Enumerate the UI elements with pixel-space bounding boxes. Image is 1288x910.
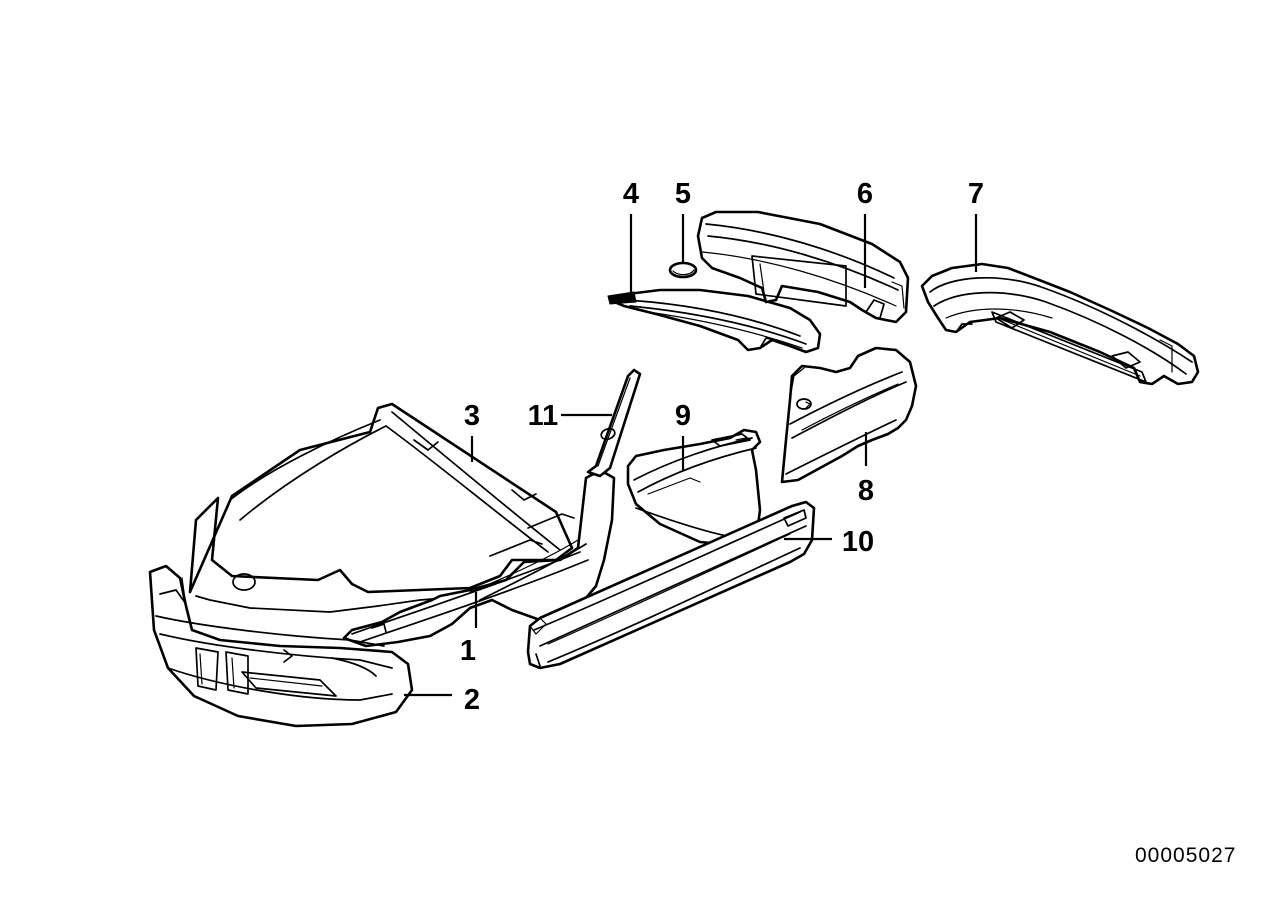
callout-number-11[interactable]: 11 [528,400,559,432]
callout-number-8[interactable]: 8 [858,475,874,507]
callout-number-3[interactable]: 3 [464,400,480,432]
callout-number-6[interactable]: 6 [857,178,873,210]
part-rear-wing-spoiler[interactable] [696,210,910,324]
part-front-fender[interactable] [342,468,616,648]
callout-number-10[interactable]: 10 [842,526,874,558]
callout-number-5[interactable]: 5 [675,178,691,210]
callout-number-7[interactable]: 7 [968,178,984,210]
part-a-pillar-trim[interactable] [586,368,642,478]
callout-number-2[interactable]: 2 [464,684,480,716]
part-rear-spoiler-strip[interactable] [607,288,822,354]
part-rear-bumper-cover[interactable] [920,262,1200,386]
part-door-skin[interactable] [626,428,762,548]
diagram-id-label: 00005027 [1135,844,1236,867]
part-grommet-cap[interactable] [668,261,698,279]
callout-number-4[interactable]: 4 [623,178,639,210]
callout-layer: 1 2 3 4 5 6 7 8 9 10 11 [404,178,984,716]
callout-number-1[interactable]: 1 [460,635,476,667]
part-front-bumper-cover[interactable] [148,564,414,728]
part-rear-quarter-panel[interactable] [780,346,918,484]
part-hood-bonnet[interactable] [188,402,574,613]
callout-number-9[interactable]: 9 [675,400,691,432]
part-rocker-sill-panel[interactable] [526,500,816,670]
